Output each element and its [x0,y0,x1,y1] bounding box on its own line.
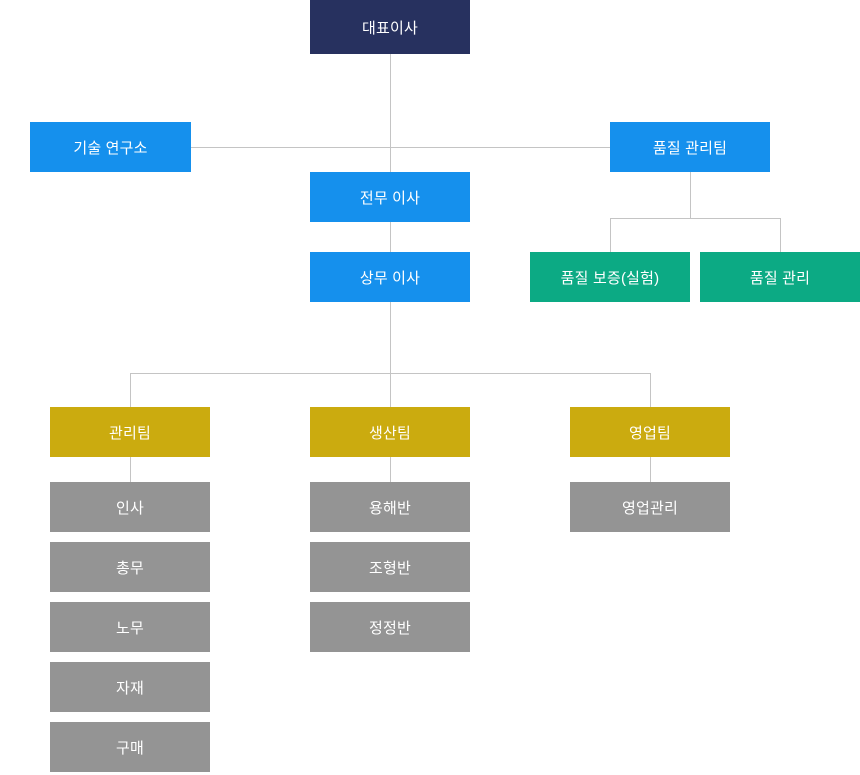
connector-drop-melting [390,457,391,482]
connector-drop-quality-control [780,218,781,252]
node-quality-control[interactable]: 품질 관리 [700,252,860,302]
node-quality-team-label: 품질 관리팀 [652,139,728,157]
node-finishing-label: 정정반 [368,619,411,637]
node-hr[interactable]: 인사 [50,482,210,532]
node-senior-director[interactable]: 전무 이사 [310,172,470,222]
node-hr-label: 인사 [115,499,144,517]
connector-quality-crossbar [610,218,780,219]
node-sales-management[interactable]: 영업관리 [570,482,730,532]
node-admin-team-label: 관리팀 [108,424,151,442]
node-melting-label: 용해반 [368,499,411,517]
connector-drop-quality-assurance [610,218,611,252]
node-labor-label: 노무 [115,619,144,637]
node-quality-control-label: 품질 관리 [749,269,811,287]
connector-managing-down [390,302,391,373]
node-production-team[interactable]: 생산팀 [310,407,470,457]
node-melting[interactable]: 용해반 [310,482,470,532]
node-managing-director[interactable]: 상무 이사 [310,252,470,302]
node-molding[interactable]: 조형반 [310,542,470,592]
node-admin-team[interactable]: 관리팀 [50,407,210,457]
node-senior-director-label: 전무 이사 [359,189,421,207]
node-purchasing[interactable]: 구매 [50,722,210,772]
node-production-team-label: 생산팀 [368,424,411,442]
node-materials-label: 자재 [115,679,144,697]
node-quality-team[interactable]: 품질 관리팀 [610,122,770,172]
connector-quality-down [690,172,691,218]
connector-drop-sales-team [650,373,651,407]
node-ceo[interactable]: 대표이사 [310,0,470,54]
connector-drop-sales-management [650,457,651,482]
connector-ceo-down [390,54,391,172]
node-materials[interactable]: 자재 [50,662,210,712]
node-finishing[interactable]: 정정반 [310,602,470,652]
node-molding-label: 조형반 [368,559,411,577]
node-research-institute[interactable]: 기술 연구소 [30,122,191,172]
node-sales-team[interactable]: 영업팀 [570,407,730,457]
node-labor[interactable]: 노무 [50,602,210,652]
connector-drop-admin-team [130,373,131,407]
node-quality-assurance-label: 품질 보증(실험) [560,269,660,287]
node-general-affairs[interactable]: 총무 [50,542,210,592]
connector-drop-production-team [390,373,391,407]
node-sales-team-label: 영업팀 [628,424,671,442]
node-purchasing-label: 구매 [115,739,144,757]
node-quality-assurance[interactable]: 품질 보증(실험) [530,252,690,302]
connector-drop-hr [130,457,131,482]
node-managing-director-label: 상무 이사 [359,269,421,287]
node-general-affairs-label: 총무 [115,559,144,577]
connector-staff-crossbar [191,147,610,148]
node-sales-management-label: 영업관리 [621,499,678,517]
node-ceo-label: 대표이사 [361,19,418,37]
connector-senior-to-managing [390,222,391,252]
node-research-institute-label: 기술 연구소 [73,139,148,157]
